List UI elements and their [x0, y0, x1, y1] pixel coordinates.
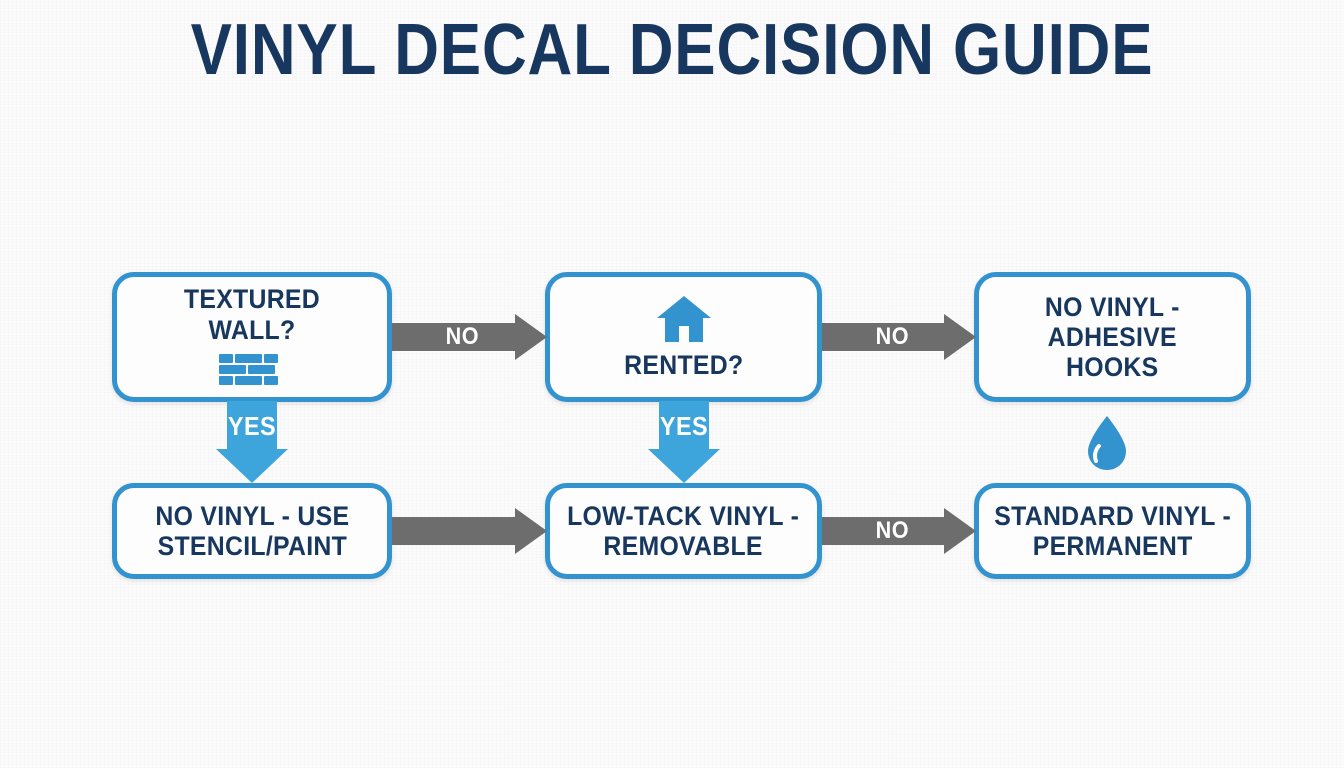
arrow-head [515, 314, 547, 360]
arrow-shaft [227, 401, 277, 451]
edge-rented-to-adhesive-hooks: NO [822, 314, 976, 360]
arrow-head [515, 508, 547, 554]
page-title: VINYL DECAL DECISION GUIDE [190, 10, 1154, 90]
edge-label-no: NO [875, 323, 909, 350]
node-standard-vinyl[interactable]: STANDARD VINYL - PERMANENT [974, 483, 1251, 579]
edge-label-no: NO [875, 517, 909, 544]
node-adhesive-hooks-label: NO VINYL - ADHESIVE HOOKS [1045, 291, 1180, 383]
node-adhesive-hooks[interactable]: NO VINYL - ADHESIVE HOOKS [974, 272, 1251, 402]
edge-label-yes: YES [659, 411, 709, 441]
brick-wall-icon [219, 353, 278, 385]
node-standard-vinyl-label: STANDARD VINYL - PERMANENT [994, 500, 1231, 561]
edge-label-yes: YES [227, 411, 277, 441]
node-textured-wall[interactable]: TEXTURED WALL? [112, 272, 392, 402]
node-stencil-paint-label: NO VINYL - USE STENCIL/PAINT [155, 500, 349, 561]
arrow-head [944, 508, 976, 554]
arrow-shaft [392, 517, 515, 545]
water-drop-icon [1088, 416, 1126, 470]
edge-textured-wall-to-stencil-paint: YES [216, 401, 288, 483]
node-textured-wall-label: TEXTURED WALL? [183, 284, 321, 345]
edge-stencil-paint-to-low-tack [392, 508, 547, 554]
node-rented-label: RENTED? [623, 349, 744, 380]
node-low-tack[interactable]: LOW-TACK VINYL - REMOVABLE [545, 483, 822, 579]
edge-low-tack-to-standard-vinyl: NO [822, 508, 976, 554]
arrow-shaft [392, 323, 515, 351]
edge-label-no: NO [445, 323, 479, 350]
arrow-shaft [822, 517, 944, 545]
edge-rented-to-low-tack: YES [648, 401, 720, 483]
arrow-shaft [659, 401, 709, 451]
node-stencil-paint[interactable]: NO VINYL - USE STENCIL/PAINT [112, 483, 392, 579]
arrow-head [216, 449, 288, 483]
arrow-head [944, 314, 976, 360]
node-low-tack-label: LOW-TACK VINYL - REMOVABLE [567, 500, 800, 561]
house-icon [656, 295, 711, 342]
arrow-head [648, 449, 720, 483]
edge-textured-wall-to-rented: NO [392, 314, 547, 360]
node-rented[interactable]: RENTED? [545, 272, 822, 402]
arrow-shaft [822, 323, 944, 351]
